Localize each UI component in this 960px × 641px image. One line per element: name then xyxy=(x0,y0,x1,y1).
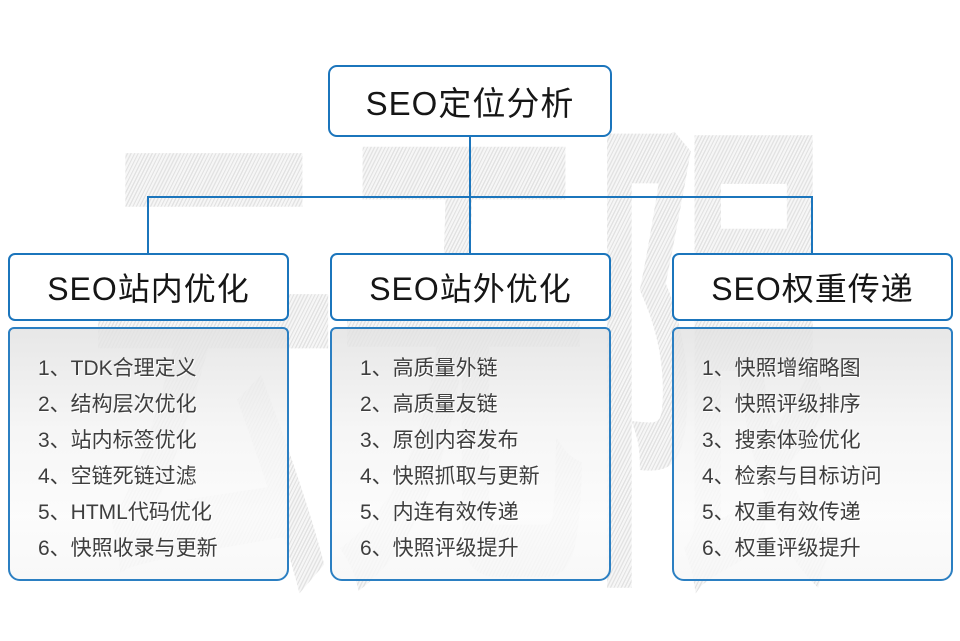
list-item: 4、检索与目标访问 xyxy=(702,465,882,488)
weight-item-list: 1、快照增缩略图 2、快照评级排序 3、搜索体验优化 4、检索与目标访问 5、权… xyxy=(674,329,951,567)
branch-panel-weight: 1、快照增缩略图 2、快照评级排序 3、搜索体验优化 4、检索与目标访问 5、权… xyxy=(672,327,953,581)
branch-panel-onsite: 1、TDK合理定义 2、结构层次优化 3、站内标签优化 4、空链死链过滤 5、H… xyxy=(8,327,289,581)
list-item: 1、快照增缩略图 xyxy=(702,357,861,380)
list-item: 4、空链死链过滤 xyxy=(38,465,197,488)
list-item: 2、高质量友链 xyxy=(360,393,498,416)
offsite-item-list: 1、高质量外链 2、高质量友链 3、原创内容发布 4、快照抓取与更新 5、内连有… xyxy=(332,329,609,567)
connector-root-vertical xyxy=(469,137,471,253)
list-item: 3、原创内容发布 xyxy=(360,429,519,452)
branch-node-weight: SEO权重传递 xyxy=(672,253,953,321)
list-item: 3、搜索体验优化 xyxy=(702,429,861,452)
branch-node-onsite: SEO站内优化 xyxy=(8,253,289,321)
branch-node-offsite-title: SEO站外优化 xyxy=(369,271,572,307)
root-node-title: SEO定位分析 xyxy=(365,85,575,122)
connector-drop-right xyxy=(811,196,813,253)
branch-node-onsite-title: SEO站内优化 xyxy=(47,271,250,307)
list-item: 5、内连有效传递 xyxy=(360,501,519,524)
root-node: SEO定位分析 xyxy=(328,65,612,137)
list-item: 5、权重有效传递 xyxy=(702,501,861,524)
list-item: 2、快照评级排序 xyxy=(702,393,861,416)
list-item: 4、快照抓取与更新 xyxy=(360,465,540,488)
list-item: 5、HTML代码优化 xyxy=(38,501,212,524)
list-item: 1、高质量外链 xyxy=(360,357,498,380)
list-item: 3、站内标签优化 xyxy=(38,429,197,452)
list-item: 6、快照收录与更新 xyxy=(38,537,218,560)
connector-horizontal-span xyxy=(147,196,813,198)
connector-drop-left xyxy=(147,196,149,253)
list-item: 6、权重评级提升 xyxy=(702,537,861,560)
branch-node-weight-title: SEO权重传递 xyxy=(711,271,914,307)
branch-panel-offsite: 1、高质量外链 2、高质量友链 3、原创内容发布 4、快照抓取与更新 5、内连有… xyxy=(330,327,611,581)
branch-node-offsite: SEO站外优化 xyxy=(330,253,611,321)
list-item: 6、快照评级提升 xyxy=(360,537,519,560)
list-item: 1、TDK合理定义 xyxy=(38,357,197,380)
onsite-item-list: 1、TDK合理定义 2、结构层次优化 3、站内标签优化 4、空链死链过滤 5、H… xyxy=(10,329,287,567)
list-item: 2、结构层次优化 xyxy=(38,393,197,416)
